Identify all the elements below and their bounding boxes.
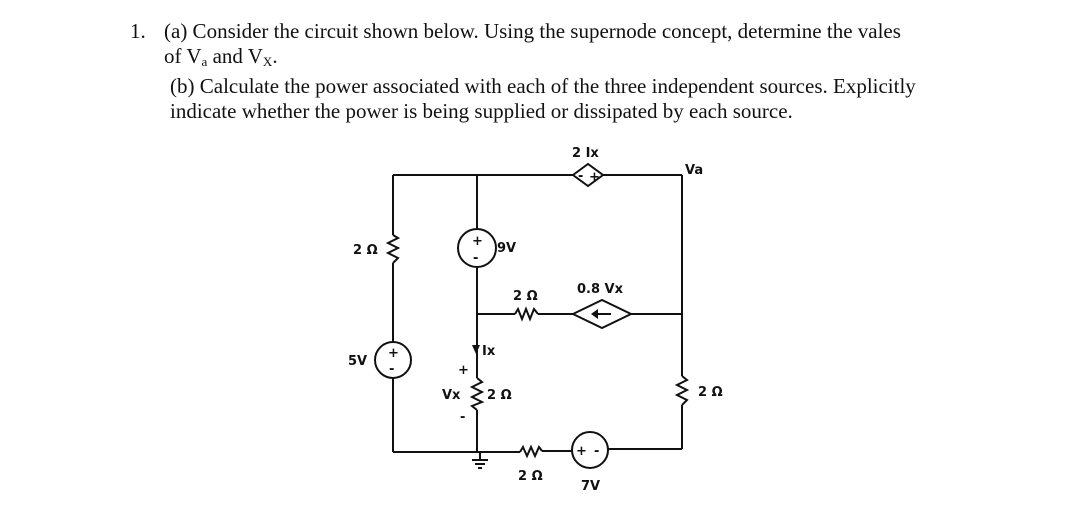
dependent-current-source: 0.8 Vx <box>570 282 634 330</box>
middle-branch-resistor-label: 2 Ω <box>513 289 538 304</box>
diamond-icon <box>571 162 605 188</box>
dep-vs-minus: - <box>578 169 583 184</box>
vx-minus: - <box>460 410 465 425</box>
bottom-resistor-label: 2 Ω <box>518 469 543 484</box>
part-b-line1: (b) Calculate the power associated with … <box>170 74 916 98</box>
diamond-icon <box>570 298 634 330</box>
source-9v: + - 9V <box>457 228 516 268</box>
vx-plus: + <box>458 363 469 378</box>
source-7v-plus: + <box>576 444 587 459</box>
current-ix-label: Ix <box>482 344 496 359</box>
wires <box>392 174 683 453</box>
resistor-icon <box>514 306 539 322</box>
voltage-source-icon <box>374 341 412 379</box>
source-5v-label: 5V <box>348 354 367 369</box>
source-5v: + - 5V <box>348 341 412 379</box>
dep-cs-label: 0.8 Vx <box>577 282 624 297</box>
source-5v-minus: - <box>389 362 394 377</box>
vx-resistor-label: 2 Ω <box>487 388 512 403</box>
resistor-icon <box>385 234 401 264</box>
bottom-resistor: 2 Ω <box>518 444 543 484</box>
right-resistor-label: 2 Ω <box>698 385 723 400</box>
dependent-voltage-source: - + 2 Ix <box>571 146 605 188</box>
voltage-source-icon <box>571 431 609 469</box>
ground-symbol <box>472 452 488 469</box>
left-resistor-label: 2 Ω <box>353 243 378 258</box>
part-a-line2: of Va and VX. <box>164 44 278 69</box>
dep-vs-plus: + <box>589 170 600 185</box>
source-7v-minus: - <box>594 444 599 459</box>
arrow-head-icon <box>591 309 598 319</box>
resistor-icon <box>469 377 485 411</box>
voltage-source-icon <box>457 228 497 268</box>
resistor-icon <box>519 444 543 459</box>
source-9v-plus: + <box>472 234 483 249</box>
arrow-down-icon <box>472 345 480 354</box>
problem-number: 1. <box>130 19 146 43</box>
source-7v: + - 7V <box>571 431 609 494</box>
dep-vs-label: 2 Ix <box>572 146 599 161</box>
part-a-line2-prefix: of V <box>164 44 202 68</box>
source-7v-label: 7V <box>581 479 600 494</box>
source-5v-plus: + <box>388 346 399 361</box>
vx-subscript: X <box>262 54 273 69</box>
vx-resistor: + Vx - 2 Ω <box>442 363 512 425</box>
part-a-line2-mid: and V <box>207 44 263 68</box>
source-9v-label: 9V <box>497 241 516 256</box>
node-va-label: Va <box>685 163 703 178</box>
source-9v-minus: - <box>473 251 478 266</box>
left-resistor: 2 Ω <box>353 234 401 264</box>
part-a-line2-suffix: . <box>272 44 278 68</box>
part-a-line1: (a) Consider the circuit shown below. Us… <box>164 19 901 43</box>
resistor-icon <box>674 375 690 406</box>
middle-branch-resistor: 2 Ω <box>513 289 539 322</box>
va-subscript: a <box>201 54 208 69</box>
vx-label: Vx <box>442 388 461 403</box>
current-ix-indicator: Ix <box>472 344 496 359</box>
right-resistor: 2 Ω <box>674 375 723 406</box>
part-b-line2: indicate whether the power is being supp… <box>170 99 793 123</box>
